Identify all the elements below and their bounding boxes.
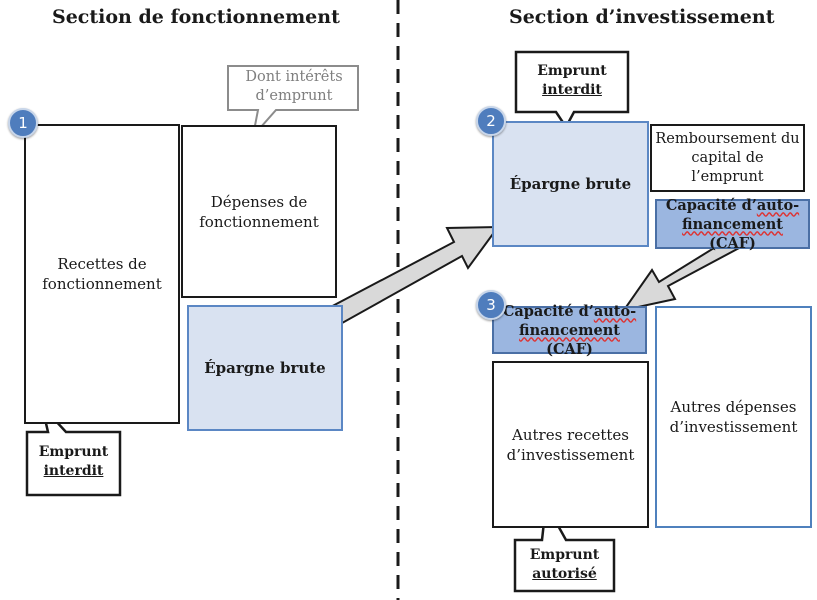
caf-bottom-box: Capacité d’auto-financement (CAF) [492,303,647,358]
interets-callout-text: Dont intérêts d’emprunt [245,69,343,104]
depenses-fonctionnement-label: Dépenses de fonctionnement [199,192,319,231]
right-bottom-emprunt-autorise-text: Emprunt autorisé [515,546,614,584]
right-top-emprunt-word: Emprunt [537,63,607,79]
autres-recettes-investissement-label: Autres recettes d’investissement [506,425,635,464]
autres-depenses-investissement-label: Autres dépenses d’investissement [669,398,798,436]
step-badge-3: 3 [476,290,506,320]
step-badge-2: 2 [476,106,506,136]
right-bottom-emprunt-callout-shape [513,499,616,593]
autres-depenses-investissement-box: Autres dépenses d’investissement [655,306,812,528]
remboursement-capital-box: Remboursement du capital de l’emprunt [650,124,805,192]
right-bottom-autorise-word: autorisé [532,566,597,582]
step-badge-1: 1 [8,108,38,138]
depenses-fonctionnement-box: Dépenses de fonctionnement [181,125,337,298]
left-emprunt-word: Emprunt [38,444,109,460]
transfer-arrow-epargne [321,225,500,329]
left-emprunt-callout-shape [25,401,122,497]
right-top-emprunt-interdit-text: Emprunt interdit [516,62,628,100]
epargne-brute-left-label: Épargne brute [204,359,326,377]
epargne-brute-right-label: Épargne brute [509,175,632,193]
left-interdit-word: interdit [43,463,104,479]
right-bottom-emprunt-word: Emprunt [529,547,600,563]
section-title-investissement: Section d’investissement [509,6,775,28]
caf-top-box: Capacité d’auto-financement (CAF) [655,197,810,252]
epargne-brute-left-box: Épargne brute [187,305,343,431]
right-top-emprunt-callout-shape [514,50,630,130]
caf-top-label: Capacité d’auto-financement (CAF) [665,196,800,252]
section-title-fonctionnement: Section de fonctionnement [52,6,340,28]
recettes-fonctionnement-box: Recettes de fonctionnement [24,124,180,424]
left-emprunt-interdit-text: Emprunt interdit [27,443,120,481]
right-top-interdit-word: interdit [542,82,602,98]
interets-callout-shape [227,65,359,140]
caf-bottom-label: Capacité d’auto-financement (CAF) [502,302,637,358]
remboursement-capital-label: Remboursement du capital de l’emprunt [655,130,800,185]
recettes-fonctionnement-label: Recettes de fonctionnement [42,255,162,293]
epargne-brute-right-box: Épargne brute [492,121,649,247]
autres-recettes-investissement-box: Autres recettes d’investissement [492,361,649,528]
